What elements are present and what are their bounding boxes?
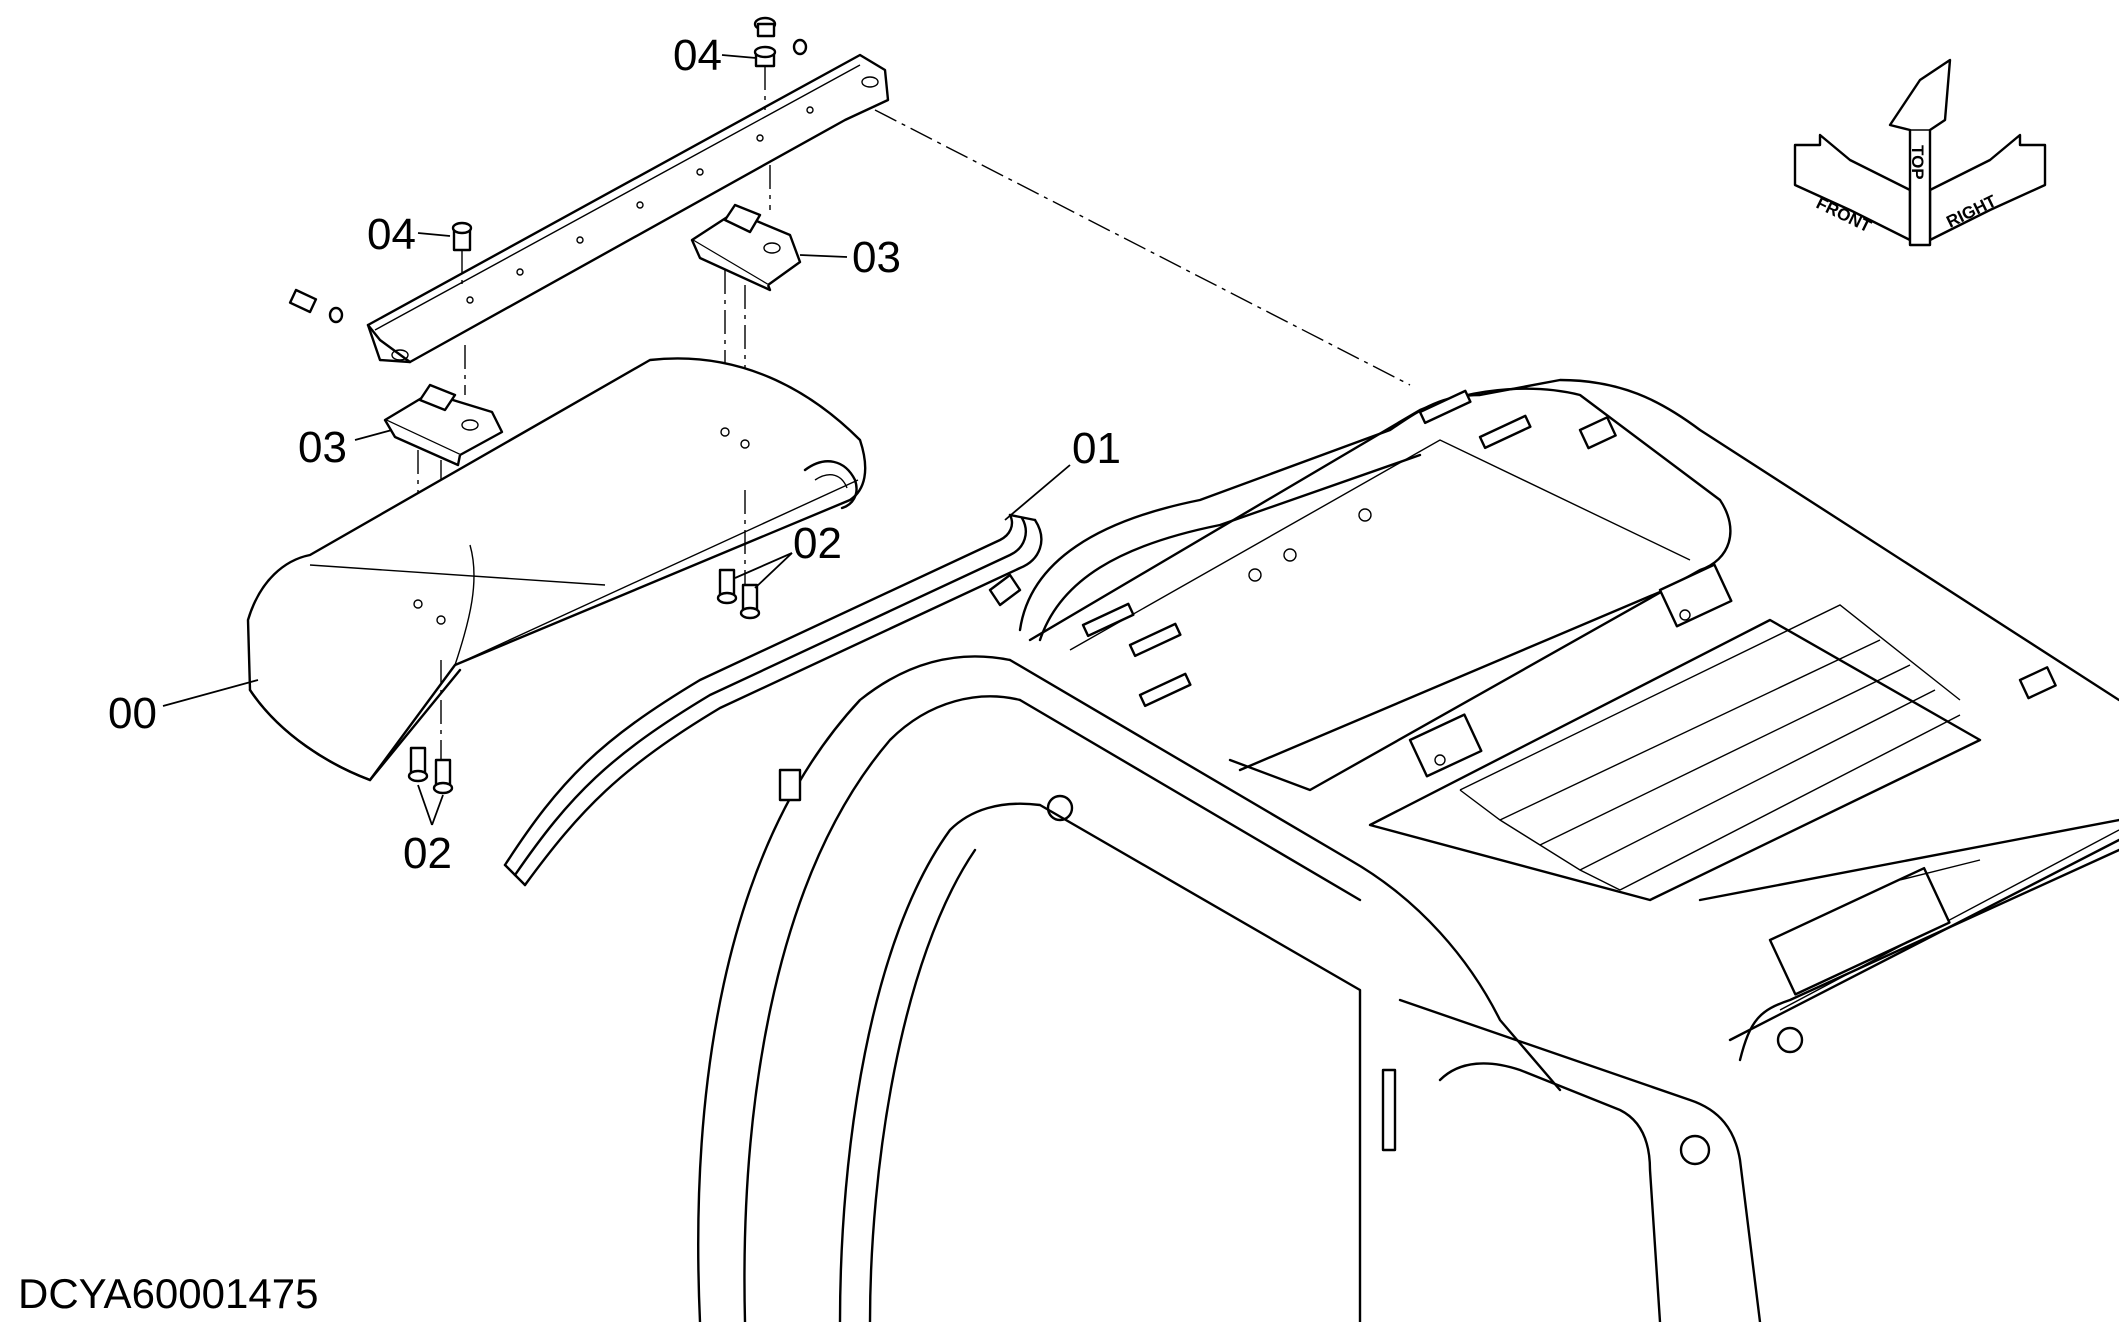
roof-slots bbox=[1081, 389, 1532, 708]
drawing-code: DCYA60001475 bbox=[18, 1270, 318, 1317]
bolts-02-lower bbox=[407, 660, 454, 795]
callout-00: 00 bbox=[108, 689, 157, 738]
callout-02-upper: 02 bbox=[793, 519, 842, 568]
bolt-washer-left bbox=[288, 288, 344, 324]
orientation-cube: FRONT RIGHT TOP bbox=[1793, 58, 2047, 247]
callout-04-lower: 04 bbox=[367, 210, 416, 259]
seal-strip-01 bbox=[503, 513, 1043, 887]
bolts-02-upper bbox=[716, 490, 761, 620]
leader-lines bbox=[162, 54, 1071, 826]
cover-00 bbox=[246, 357, 867, 782]
bolt-04-mid bbox=[451, 221, 473, 285]
callout-03-upper: 03 bbox=[852, 233, 901, 282]
mounting-rail bbox=[366, 53, 890, 364]
bracket-03-upper bbox=[690, 165, 802, 440]
callout-03-lower: 03 bbox=[298, 423, 347, 472]
orientation-top-label: TOP bbox=[1908, 145, 1927, 180]
assembly-centerline bbox=[874, 109, 1411, 386]
cab-assembly bbox=[697, 378, 2119, 1322]
bolt-04-top bbox=[753, 16, 808, 110]
callout-01: 01 bbox=[1072, 424, 1121, 473]
callout-02-lower: 02 bbox=[403, 829, 452, 878]
callout-04-upper: 04 bbox=[673, 31, 722, 80]
